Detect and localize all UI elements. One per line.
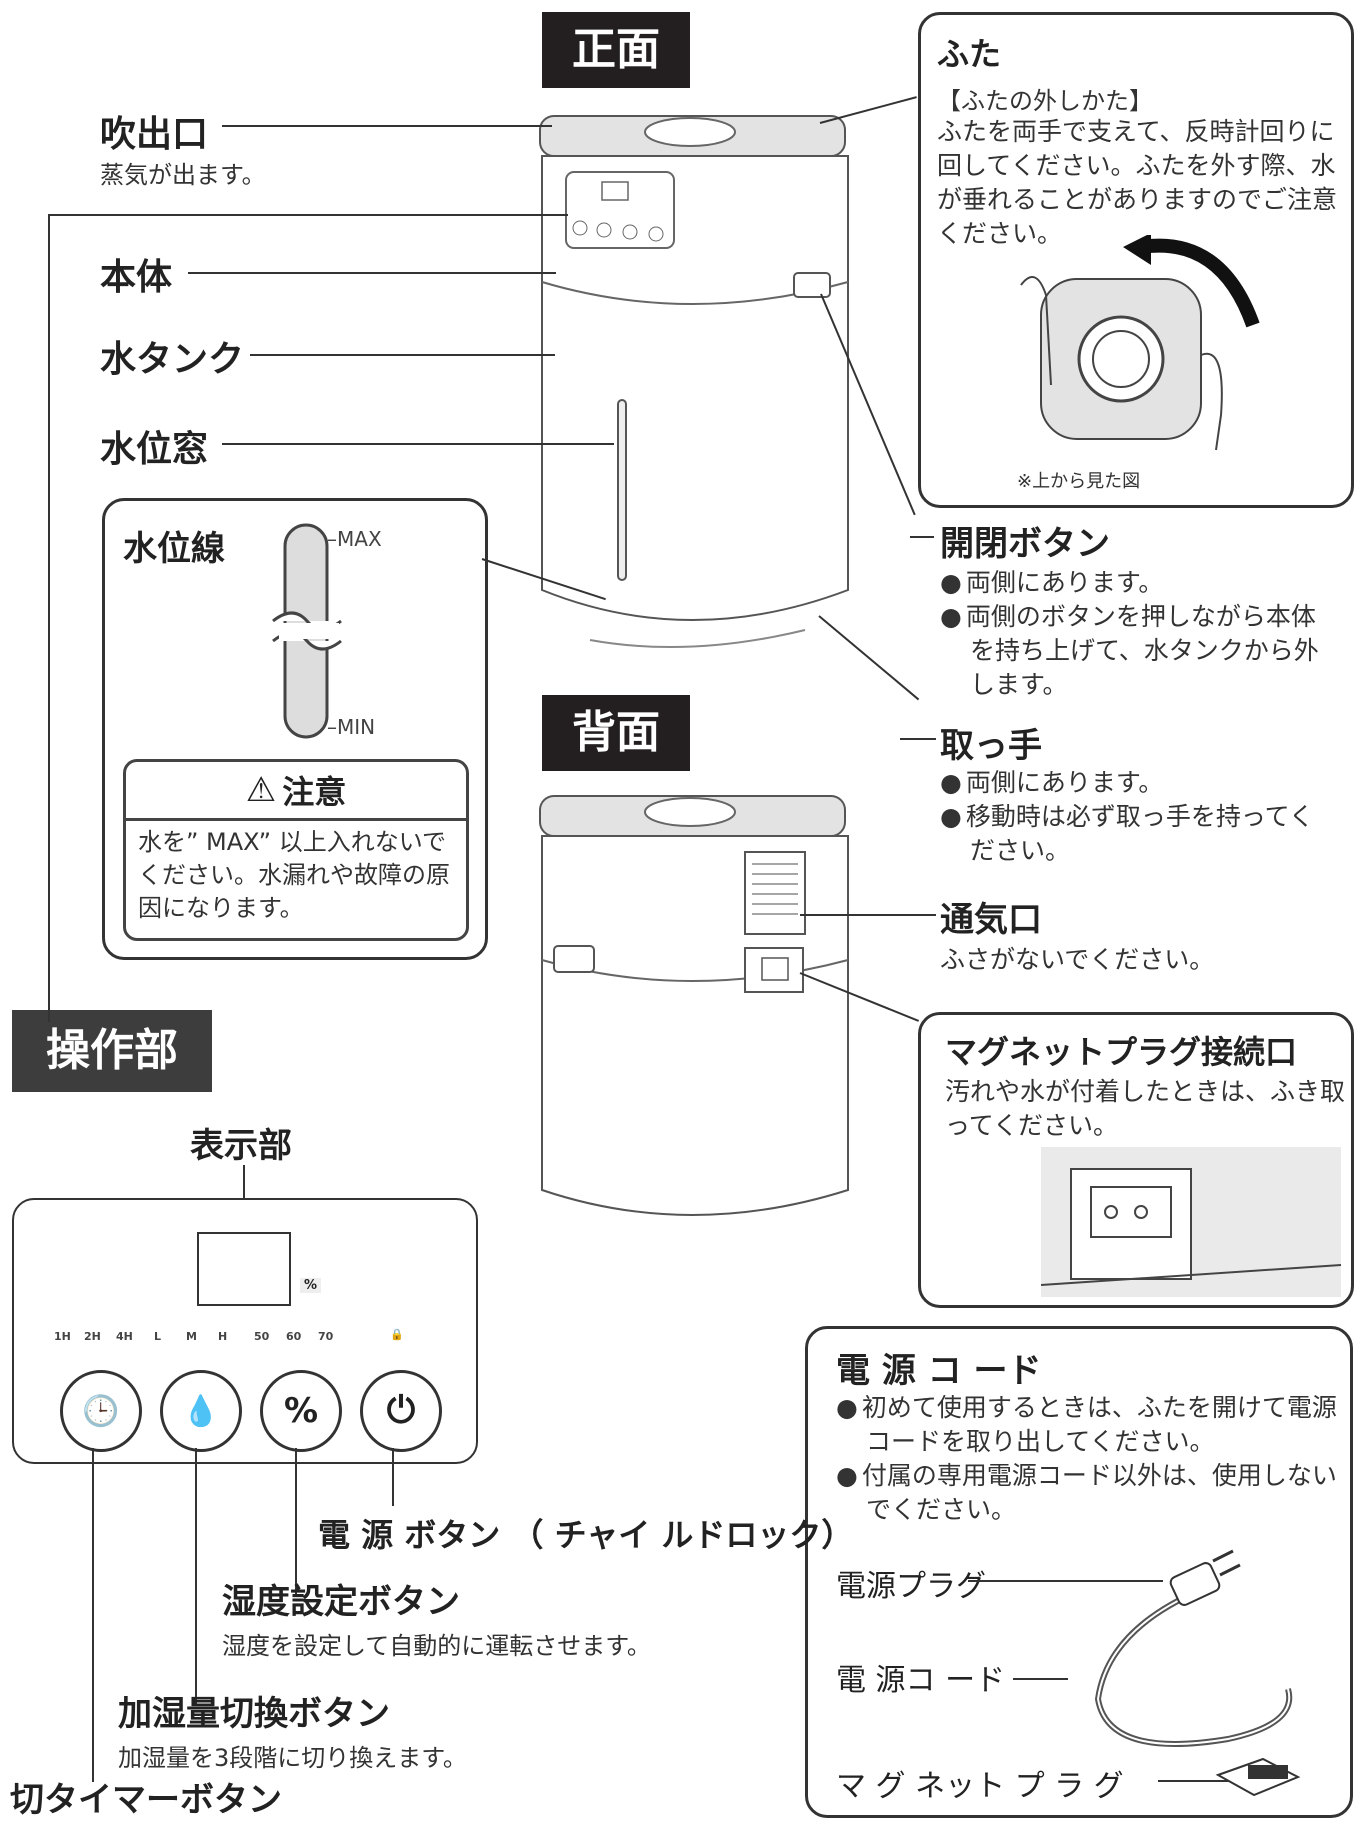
percent-icon: %	[283, 1391, 319, 1431]
power-cord-illustration	[968, 1549, 1301, 1797]
off-timer-label: 切タイマーボタン	[10, 1780, 282, 1820]
outlet-desc: 蒸気が出ます。	[100, 161, 266, 189]
lid-box: ふた 【ふたの外しかた】 ふたを両手で支えて、反時計回りに回してください。ふたを…	[918, 12, 1354, 508]
lid-subtitle: 【ふたの外しかた】	[937, 87, 1153, 115]
control-panel: % 1H 2H 4H L M H 50 60 70 🔒 🕒 💧 % ⏻	[12, 1198, 478, 1464]
release-button-label: 開閉ボタン	[940, 524, 1110, 564]
display-screen	[197, 1232, 291, 1306]
indicator-4h: 4H	[116, 1330, 133, 1343]
indicator-m: M	[186, 1330, 197, 1343]
handle-notes: 両側にあります。 移動時は必ず取っ手を持ってください。	[940, 766, 1320, 868]
water-level-title: 水位線	[123, 529, 225, 569]
percent-indicator: %	[300, 1278, 322, 1293]
cord-notes: 初めて使用するときは、ふたを開けて電源コードを取り出してください。 付属の専用電…	[836, 1391, 1344, 1527]
body-label: 本体	[100, 257, 173, 298]
front-header: 正面	[542, 12, 690, 88]
power-icon: ⏻	[386, 1390, 416, 1431]
water-level-gauge-icon	[272, 523, 342, 739]
caution-text: 水を” MAX” 以上入れないでください。水漏れや故障の原因になります。	[138, 828, 450, 922]
indicator-60: 60	[286, 1330, 302, 1343]
display-label: 表示部	[190, 1126, 292, 1166]
indicator-50: 50	[254, 1330, 270, 1343]
back-header: 背面	[542, 695, 690, 771]
caution-box: ⚠ 注意 水を” MAX” 以上入れないでください。水漏れや故障の原因になります…	[123, 759, 469, 941]
indicator-l: L	[154, 1330, 162, 1343]
indicator-h: H	[218, 1330, 228, 1343]
tank-label: 水タンク	[100, 339, 245, 380]
droplets-icon: 💧	[182, 1393, 220, 1429]
magnet-port-box: マグネットプラグ接続口 汚れや水が付着したときは、ふき取ってください。	[918, 1012, 1354, 1308]
cord-title: 電 源 コ ード	[836, 1351, 1042, 1391]
water-level-box: 水位線 –MAX –MIN ⚠ 注意 水を” MAX” 以上入れないでください。…	[102, 498, 488, 960]
plug-label: 電源プラグ	[836, 1569, 986, 1604]
back-humidifier-illustration	[539, 795, 849, 1216]
humidity-setting-button[interactable]: %	[260, 1370, 342, 1452]
magnet-port-illustration	[1041, 1147, 1341, 1297]
amount-switch-desc: 加湿量を3段階に切り換えます。	[118, 1744, 467, 1772]
power-button-label: 電 源 ボタン （ チャイ ルドロック）	[318, 1516, 854, 1554]
lid-title: ふた	[937, 35, 1002, 73]
window-label: 水位窓	[100, 429, 209, 470]
indicator-1h: 1H	[54, 1330, 71, 1343]
amount-switch-label: 加湿量切換ボタン	[118, 1694, 390, 1734]
humidity-setting-label: 湿度設定ボタン	[222, 1582, 460, 1622]
lock-icon: 🔒	[390, 1328, 404, 1341]
magnet-port-desc: 汚れや水が付着したときは、ふき取ってください。	[945, 1077, 1346, 1140]
vent-desc: ふさがないでください。	[940, 945, 1215, 974]
caution-title: 注意	[282, 773, 347, 811]
indicator-2h: 2H	[84, 1330, 101, 1343]
handle-label: 取っ手	[940, 726, 1042, 766]
indicator-70: 70	[318, 1330, 334, 1343]
power-button[interactable]: ⏻	[360, 1370, 442, 1452]
humidification-amount-button[interactable]: 💧	[160, 1370, 242, 1452]
clock-icon: 🕒	[82, 1393, 120, 1429]
humidity-setting-desc: 湿度を設定して自動的に運転させます。	[222, 1632, 651, 1660]
lid-text: ふたを両手で支えて、反時計回りに回してください。ふたを外す際、水が垂れることがあ…	[937, 117, 1338, 248]
release-button-notes: 両側にあります。 両側のボタンを押しながら本体を持ち上げて、水タンクから外します…	[940, 566, 1340, 702]
warning-icon: ⚠	[245, 770, 277, 810]
magnet-port-title: マグネットプラグ接続口	[945, 1033, 1298, 1071]
power-cord-box: 電 源 コ ード 初めて使用するときは、ふたを開けて電源コードを取り出してくださ…	[805, 1326, 1353, 1818]
timer-button[interactable]: 🕒	[60, 1370, 142, 1452]
cord-label: 電 源コ ード	[836, 1663, 1006, 1698]
top-view-caption: ※上から見た図	[1017, 471, 1141, 492]
front-humidifier-illustration	[539, 115, 849, 649]
lid-top-view-illustration	[1020, 235, 1260, 451]
magnet-plug-label: マ グ ネット プ ラ グ	[836, 1769, 1124, 1804]
vent-label: 通気口	[940, 900, 1042, 940]
control-header: 操作部	[12, 1010, 212, 1092]
min-label: MIN	[337, 715, 376, 739]
outlet-label: 吹出口	[100, 114, 209, 155]
max-label: MAX	[337, 527, 382, 551]
